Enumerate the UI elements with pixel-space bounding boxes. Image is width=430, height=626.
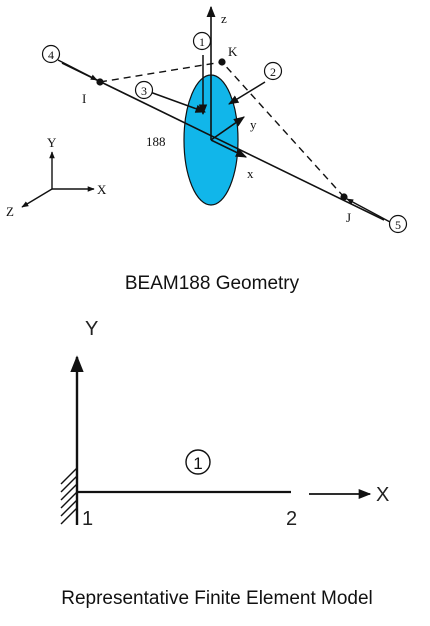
top-figure-caption: BEAM188 Geometry: [125, 273, 300, 294]
face-4-leader: [57, 59, 98, 81]
dashed-line-i-k: [99, 61, 223, 83]
face-5-leader: [346, 198, 391, 223]
svg-text:3: 3: [141, 84, 147, 98]
global-z-axis: [21, 188, 53, 208]
global-y-label: Y: [47, 135, 57, 150]
face-3-arrow: [149, 91, 206, 113]
fixed-support-hatch: [60, 467, 78, 525]
fe-x-label: X: [376, 484, 389, 506]
svg-text:4: 4: [48, 48, 54, 62]
svg-text:5: 5: [395, 218, 401, 232]
beam-axis-line: [61, 62, 385, 221]
face-marker-1: 1: [192, 31, 212, 51]
fe-y-label: Y: [85, 318, 98, 340]
fe-node-2-label: 2: [286, 508, 297, 530]
fe-element-marker: 1: [185, 449, 211, 475]
face-marker-3: 3: [134, 80, 154, 100]
bottom-figure-caption: Representative Finite Element Model: [61, 588, 373, 609]
local-x-label: x: [247, 166, 254, 181]
dashed-line-j-k: [221, 61, 345, 198]
face-marker-2: 2: [263, 61, 283, 81]
node-j: [340, 193, 348, 201]
svg-text:1: 1: [193, 454, 202, 473]
node-k: [218, 58, 226, 66]
local-x-arrow: [210, 139, 248, 158]
global-x-label: X: [97, 182, 107, 197]
svg-text:1: 1: [199, 35, 205, 49]
local-y-axis: [210, 116, 245, 141]
beam188-geometry-figure: I J K z y x 188 1 2 3 4 5: [6, 5, 408, 294]
svg-text:2: 2: [270, 65, 276, 79]
face-marker-5: 5: [388, 214, 408, 234]
node-j-label: J: [346, 210, 351, 225]
fe-model-figure: Y X 1 2 1 Representative Finite Element …: [60, 318, 389, 609]
node-i: [96, 78, 104, 86]
fe-node-1-label: 1: [82, 508, 93, 530]
local-y-label: y: [250, 117, 257, 132]
element-number-label: 188: [146, 134, 166, 149]
node-i-label: I: [82, 91, 86, 106]
face-2-arrow: [228, 81, 266, 105]
global-z-label: Z: [6, 204, 14, 219]
global-axis-triad: Y X Z: [6, 135, 107, 219]
node-k-label: K: [228, 44, 238, 59]
local-z-label: z: [221, 11, 227, 26]
face-marker-4: 4: [41, 44, 61, 64]
